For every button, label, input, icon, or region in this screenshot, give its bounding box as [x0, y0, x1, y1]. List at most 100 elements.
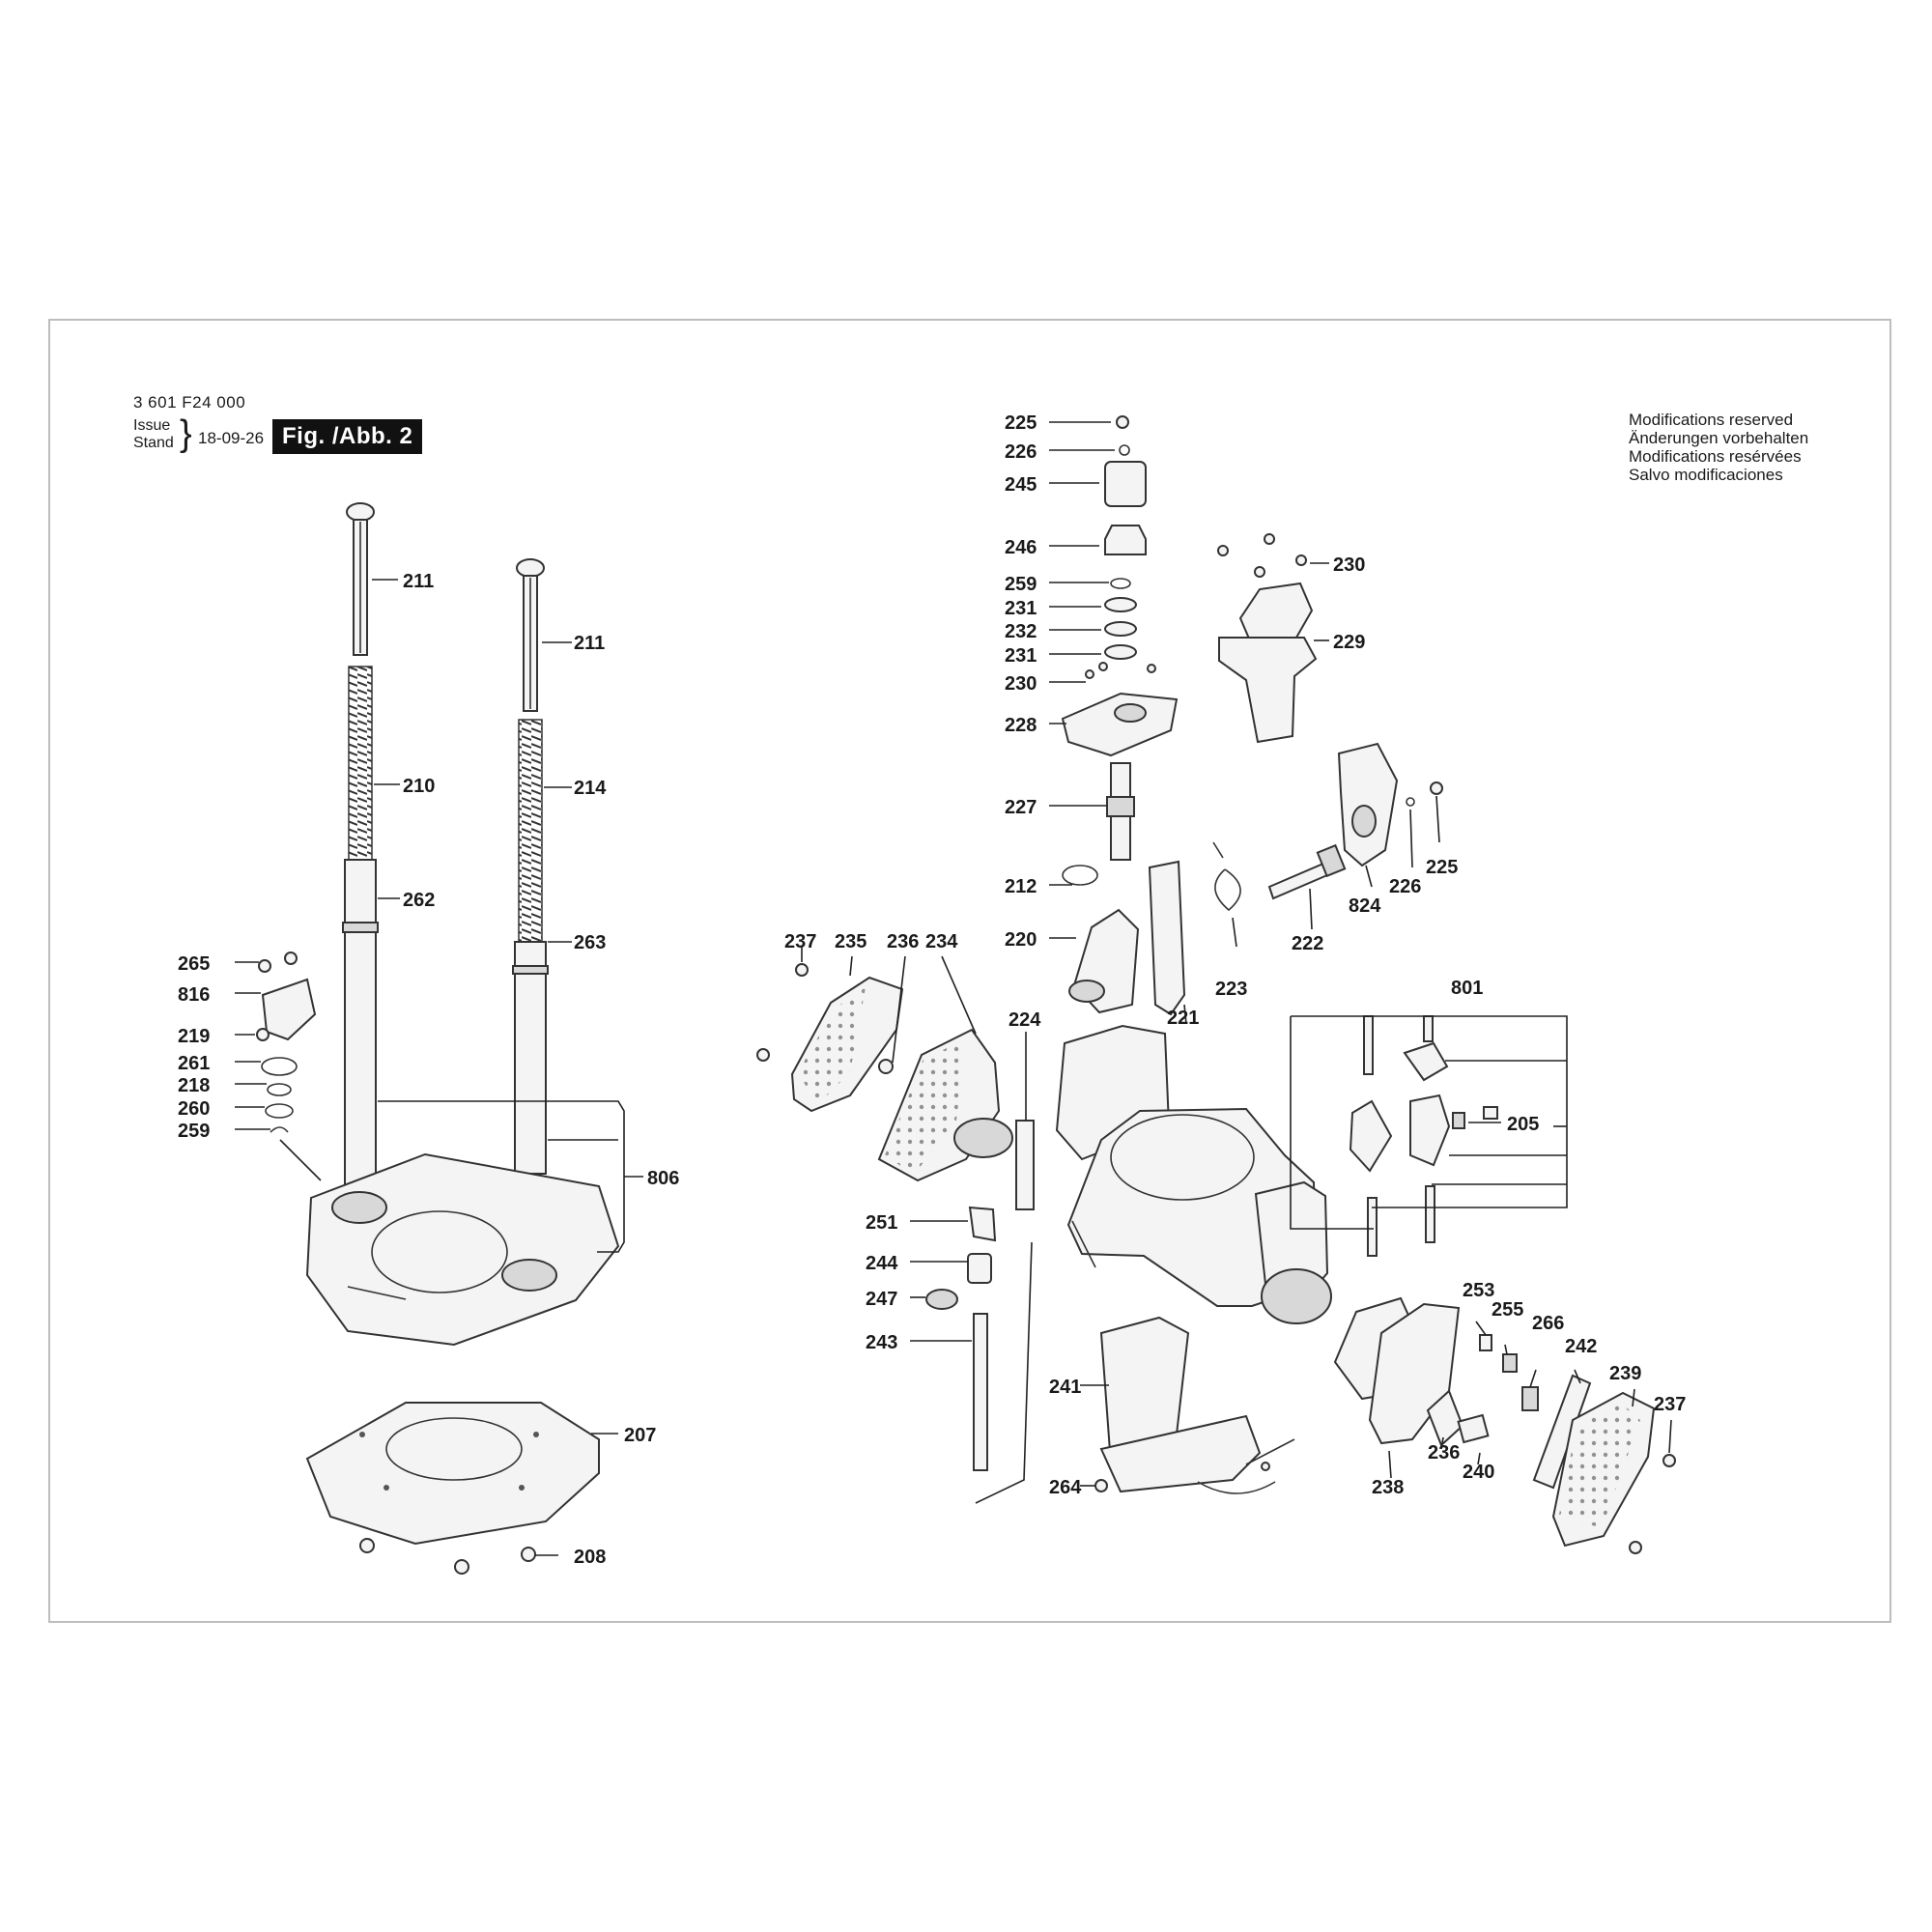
callout-266: 266 — [1532, 1313, 1564, 1334]
callout-240: 240 — [1463, 1462, 1494, 1483]
callout-235: 235 — [835, 931, 867, 952]
leader-lines — [235, 421, 1672, 1556]
callout-801: 801 — [1451, 978, 1483, 999]
handle-knob — [1337, 742, 1443, 867]
base-plate — [305, 1152, 620, 1347]
brace-glyph: } — [180, 413, 192, 454]
issue-date: 18-09-26 — [198, 429, 265, 447]
notice-line: Änderungen vorbehalten — [1629, 429, 1809, 447]
callout-231: 231 — [1005, 645, 1037, 667]
callout-262: 262 — [403, 890, 435, 911]
small-parts-left — [925, 1206, 997, 1471]
spring-right — [518, 719, 543, 948]
callout-223: 223 — [1215, 979, 1247, 1000]
issue-label: Issue — [133, 417, 171, 434]
depth-stop-parts — [256, 952, 317, 1133]
callout-219: 219 — [178, 1026, 210, 1047]
callout-234: 234 — [925, 931, 958, 952]
callout-232: 232 — [1005, 621, 1037, 642]
callout-210: 210 — [403, 776, 435, 797]
callout-261: 261 — [178, 1053, 210, 1074]
handle-upper-right — [1217, 533, 1318, 744]
issue-stand-block: Issue Stand } — [133, 415, 192, 452]
callout-816: 816 — [178, 984, 210, 1006]
callout-211: 211 — [574, 633, 605, 654]
callout-231: 231 — [1005, 598, 1037, 619]
center-stack — [1061, 415, 1179, 886]
modifications-notice: Modifications reserved Änderungen vorbeh… — [1629, 411, 1808, 484]
callout-212: 212 — [1005, 876, 1037, 897]
callout-259: 259 — [178, 1121, 210, 1142]
column-tube-right — [512, 941, 549, 1175]
callout-labels: 211 211 210 214 262 263 265 816 219 261 … — [178, 412, 1686, 1568]
callout-211: 211 — [403, 571, 434, 592]
callout-224: 224 — [1009, 1009, 1041, 1031]
callout-253: 253 — [1463, 1280, 1494, 1301]
callout-236: 236 — [887, 931, 919, 952]
callout-214: 214 — [574, 778, 607, 799]
callout-824: 824 — [1349, 895, 1381, 917]
notice-line: Modifications resérvées — [1629, 447, 1802, 466]
stand-label: Stand — [133, 435, 174, 451]
callout-207: 207 — [624, 1425, 656, 1446]
motor-housing — [1055, 1024, 1332, 1324]
figure-label: Fig. /Abb. 2 — [272, 419, 423, 454]
callout-229: 229 — [1333, 632, 1365, 653]
callout-227: 227 — [1005, 797, 1037, 818]
callout-228: 228 — [1005, 715, 1037, 736]
callout-265: 265 — [178, 953, 210, 975]
callout-263: 263 — [574, 932, 606, 953]
torsion-spring — [1212, 841, 1241, 912]
callout-205: 205 — [1507, 1114, 1539, 1135]
callout-220: 220 — [1005, 929, 1037, 951]
callout-243: 243 — [866, 1332, 897, 1353]
callout-239: 239 — [1609, 1363, 1641, 1384]
callout-222: 222 — [1292, 933, 1323, 954]
housing-lower-section — [1094, 1316, 1295, 1494]
callout-237: 237 — [784, 931, 816, 952]
callout-225: 225 — [1005, 412, 1037, 434]
base-plate-cover — [305, 1402, 600, 1546]
callout-226: 226 — [1389, 876, 1421, 897]
callout-245: 245 — [1005, 474, 1037, 496]
callout-241: 241 — [1049, 1377, 1081, 1398]
spring-left — [348, 666, 373, 861]
callout-246: 246 — [1005, 537, 1037, 558]
callout-806: 806 — [647, 1168, 679, 1189]
notice-line: Salvo modificaciones — [1629, 466, 1783, 484]
callout-251: 251 — [866, 1212, 897, 1234]
callout-218: 218 — [178, 1075, 210, 1096]
guide-rod-right — [516, 558, 545, 712]
guide-rod-left — [346, 502, 375, 656]
callout-230: 230 — [1005, 673, 1037, 695]
callout-237: 237 — [1654, 1394, 1686, 1415]
callout-225: 225 — [1426, 857, 1458, 878]
gasket-strip — [1015, 1120, 1035, 1210]
base-screws — [359, 1538, 536, 1575]
dust-cover-right — [1333, 1296, 1676, 1554]
notice-line: Modifications reserved — [1629, 411, 1794, 429]
drawing-frame — [48, 319, 1891, 1623]
callout-221: 221 — [1167, 1008, 1199, 1029]
switch-lever — [1068, 908, 1140, 1014]
dust-extraction-adapter — [877, 1028, 1013, 1182]
callout-242: 242 — [1565, 1336, 1597, 1357]
callout-259: 259 — [1005, 574, 1037, 595]
document-number: 3 601 F24 000 — [133, 393, 246, 412]
callout-255: 255 — [1492, 1299, 1523, 1321]
callout-264: 264 — [1049, 1477, 1082, 1498]
callout-208: 208 — [574, 1547, 606, 1568]
column-tube-left — [342, 859, 379, 1189]
threaded-bolt — [1267, 843, 1347, 900]
callout-230: 230 — [1333, 554, 1365, 576]
dust-cover-left — [756, 963, 904, 1113]
callout-226: 226 — [1005, 441, 1037, 463]
callout-244: 244 — [866, 1253, 898, 1274]
callout-238: 238 — [1372, 1477, 1404, 1498]
callout-260: 260 — [178, 1098, 210, 1120]
callout-236: 236 — [1428, 1442, 1460, 1463]
switch-assembly — [1349, 1015, 1498, 1257]
callout-247: 247 — [866, 1289, 897, 1310]
bracket-plate — [1148, 860, 1186, 1016]
